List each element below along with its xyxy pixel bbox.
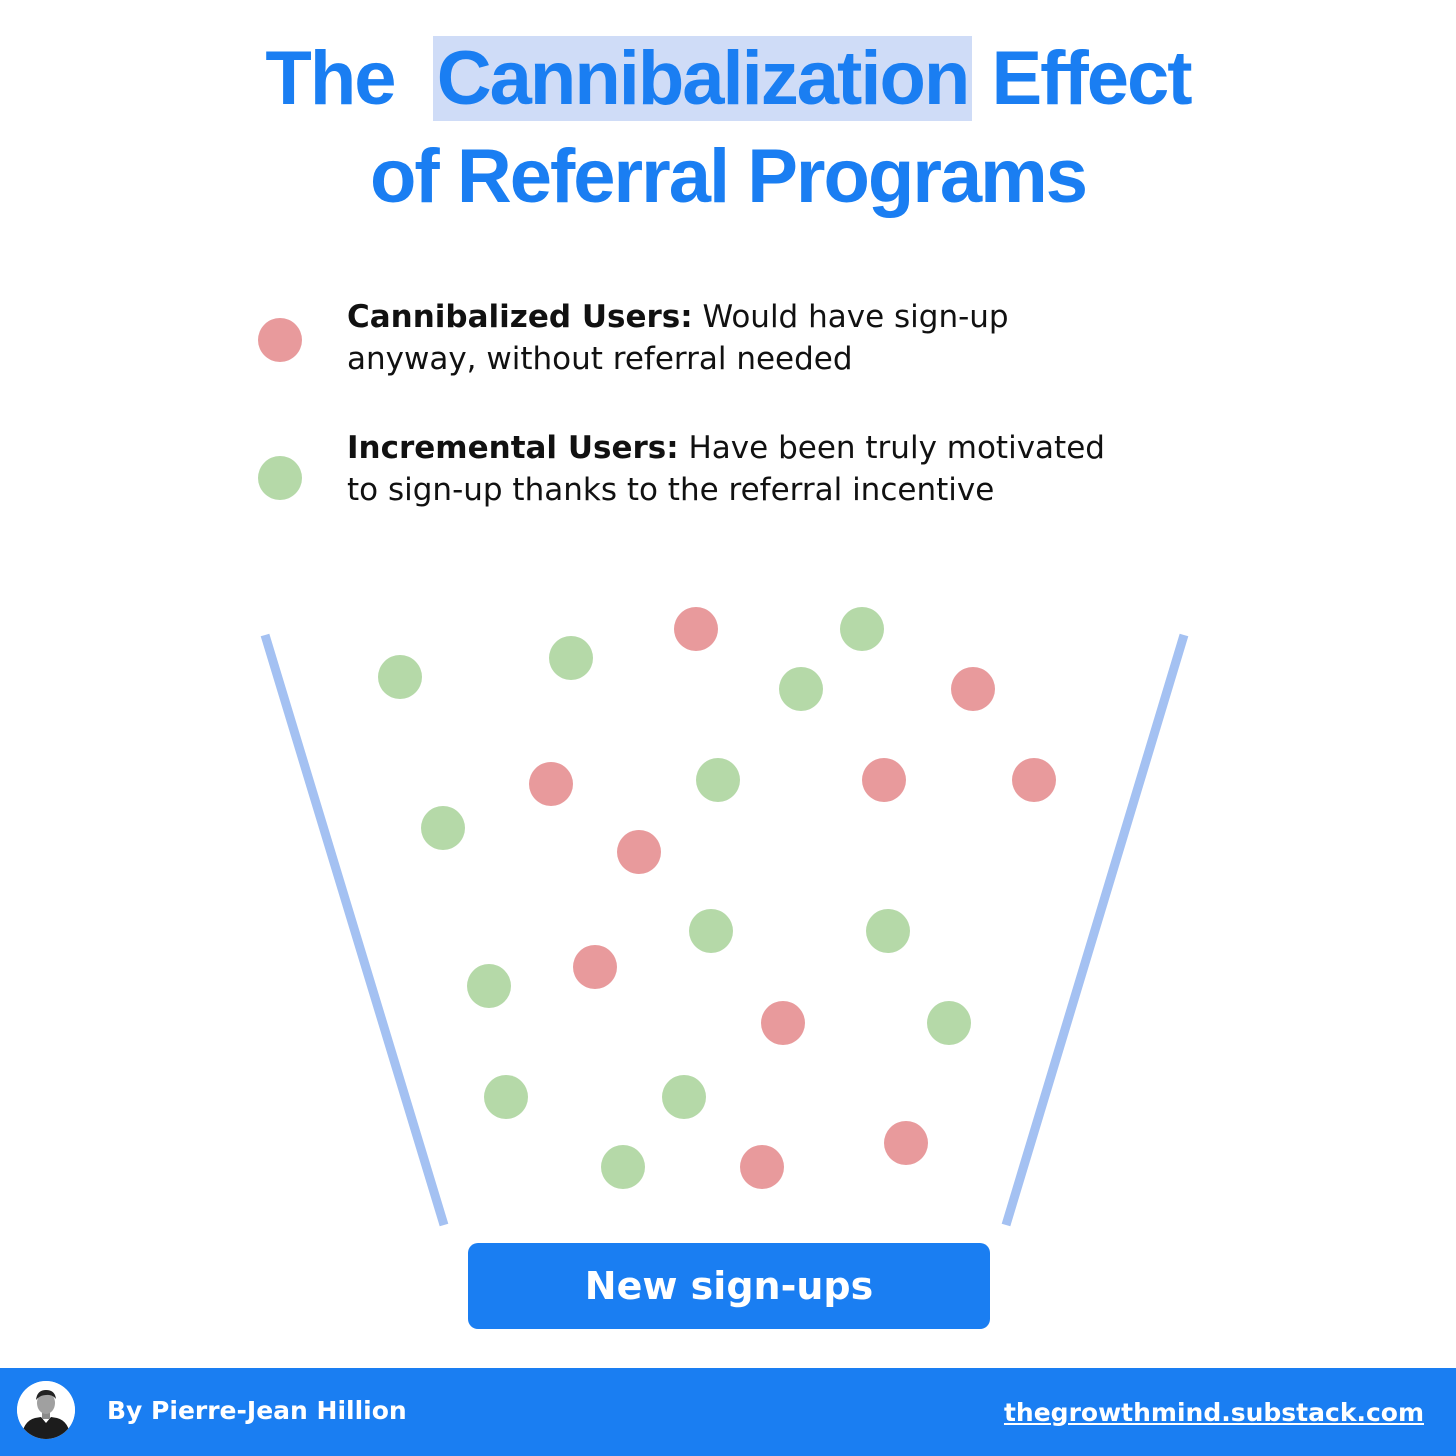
cannibalized-user-dot	[740, 1145, 784, 1189]
incremental-user-dot	[421, 806, 465, 850]
incremental-user-dot	[779, 667, 823, 711]
incremental-user-dot	[696, 758, 740, 802]
incremental-user-dot	[927, 1001, 971, 1045]
footer-bar: By Pierre-Jean Hillion thegrowthmind.sub…	[0, 1368, 1456, 1456]
cannibalized-user-dot	[862, 758, 906, 802]
title-suffix: Effect	[991, 36, 1192, 121]
incremental-legend-dot	[258, 456, 302, 500]
legend-incremental-label: Incremental Users:	[347, 430, 679, 466]
incremental-user-dot	[484, 1075, 528, 1119]
legend-incremental-description: Have been truly motivated to sign-up tha…	[347, 430, 1105, 508]
cannibalized-user-dot	[529, 762, 573, 806]
legend-cannibalized-label: Cannibalized Users:	[347, 299, 693, 335]
author-name: By Pierre-Jean Hillion	[107, 1396, 407, 1425]
incremental-user-dot	[662, 1075, 706, 1119]
page-title: The Cannibalization Effect of Referral P…	[0, 30, 1456, 226]
legend-cannibalized-description: Would have sign-up anyway, without refer…	[347, 299, 1009, 377]
incremental-user-dot	[378, 655, 422, 699]
site-link[interactable]: thegrowthmind.substack.com	[1003, 1398, 1424, 1427]
funnel-right-wall	[1001, 633, 1189, 1227]
legend-cannibalized: Cannibalized Users: Would have sign-up a…	[347, 296, 1147, 380]
person-icon	[17, 1381, 75, 1439]
incremental-user-dot	[840, 607, 884, 651]
new-signups-box: New sign-ups	[468, 1243, 990, 1329]
author-avatar	[17, 1381, 75, 1439]
cannibalized-user-dot	[761, 1001, 805, 1045]
cannibalized-user-dot	[884, 1121, 928, 1165]
cannibalized-user-dot	[617, 830, 661, 874]
funnel-diagram	[260, 607, 1189, 1227]
legend-incremental: Incremental Users: Have been truly motiv…	[347, 427, 1137, 511]
title-highlight: Cannibalization	[432, 36, 973, 121]
incremental-user-dot	[689, 909, 733, 953]
cannibalized-legend-dot	[258, 318, 302, 362]
incremental-user-dot	[601, 1145, 645, 1189]
incremental-user-dot	[467, 964, 511, 1008]
incremental-user-dot	[866, 909, 910, 953]
funnel-left-wall	[260, 633, 449, 1227]
user-dots	[378, 607, 1056, 1189]
cannibalized-user-dot	[674, 607, 718, 651]
title-prefix: The	[265, 36, 396, 121]
title-line-1: The Cannibalization Effect	[0, 30, 1456, 128]
incremental-user-dot	[549, 636, 593, 680]
title-line-2: of Referral Programs	[369, 134, 1088, 219]
cannibalized-user-dot	[573, 945, 617, 989]
cannibalized-user-dot	[951, 667, 995, 711]
cannibalized-user-dot	[1012, 758, 1056, 802]
